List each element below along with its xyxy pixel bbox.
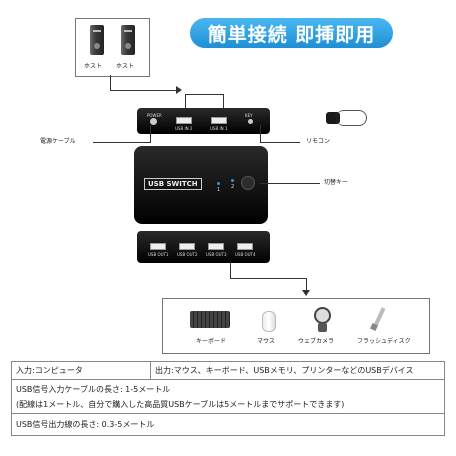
brand-label: USB SWITCH: [144, 178, 202, 190]
led-label: 2: [231, 184, 235, 190]
switch-top-panel: POWER USB IN 2 USB IN 1 KEY: [137, 108, 270, 134]
switch-bottom-panel: USB OUT1 USB OUT2 USB OUT3 USB OUT4: [137, 231, 270, 263]
connector-line: [150, 125, 151, 143]
host-label: ホスト: [84, 63, 103, 70]
port-label: USB IN 2: [175, 126, 193, 131]
led-indicator: [231, 179, 234, 182]
connector-line: [230, 278, 306, 279]
device-label: マウス: [257, 338, 276, 345]
connector-line: [110, 90, 180, 91]
arrow-down-icon: [302, 290, 310, 296]
power-cable-label: 電源ケーブル: [40, 138, 76, 145]
port-label: USB OUT2: [177, 252, 198, 257]
led-indicator: [217, 182, 220, 185]
usb-out-port: [237, 243, 253, 250]
mouse-icon: [262, 311, 276, 332]
webcam-stand: [318, 323, 327, 332]
host-computer-icon: [90, 25, 104, 55]
connector-line: [185, 94, 223, 95]
power-port: [150, 118, 157, 125]
usb-in-port: [176, 117, 192, 124]
port-label: USB OUT4: [235, 252, 256, 257]
host-group: ホスト ホスト: [75, 18, 150, 77]
connector-line: [93, 142, 150, 143]
device-label: キーボード: [196, 338, 227, 345]
connector-line: [185, 94, 186, 108]
switch-button[interactable]: [241, 176, 255, 190]
keyboard-icon: [190, 311, 230, 328]
title-banner: 簡単接続 即挿即用: [190, 18, 393, 48]
device-label: ウェブカメラ: [298, 338, 335, 345]
output-length-cell: USB信号出力線の長さ: 0.3-5メートル: [11, 413, 445, 436]
connector-line: [230, 263, 231, 279]
connector-line: [260, 125, 261, 143]
port-label: USB OUT1: [148, 252, 169, 257]
usb-out-port: [179, 243, 195, 250]
connector-line: [306, 278, 307, 292]
connector-line: [260, 183, 320, 184]
port-label: USB OUT3: [206, 252, 227, 257]
remote-label: リモコン: [306, 138, 331, 145]
usb-switch-device: USB SWITCH 1 2: [134, 146, 268, 224]
cable-length-cell: USB信号入力ケーブルの長さ: 1-5メートル (配線は1メートル、自分で購入し…: [11, 379, 445, 414]
device-label: フラッシュディスク: [357, 338, 411, 345]
switch-key-label: 切替キー: [324, 179, 349, 186]
arrow-right-icon: [176, 86, 182, 94]
webcam-icon: [314, 307, 331, 324]
connector-line: [110, 75, 111, 91]
cable-length-note: (配線は1メートル、自分で購入した高品質USBケーブルは5メートルまでサポートで…: [16, 399, 345, 409]
host-label: ホスト: [116, 63, 135, 70]
port-label: USB IN 1: [210, 126, 228, 131]
connector-line: [223, 94, 224, 108]
led-label: 1: [217, 187, 221, 193]
remote-cable: [336, 110, 367, 126]
usb-out-port: [208, 243, 224, 250]
port-label: POWER: [147, 113, 162, 118]
cable-length-text: USB信号入力ケーブルの長さ: 1-5メートル: [16, 384, 171, 394]
flash-disk-cap: [370, 323, 378, 331]
devices-group: キーボード マウス ウェブカメラ フラッシュディスク: [162, 298, 430, 354]
port-label: KEY: [245, 113, 253, 118]
output-cell: 出力:マウス、キーボード、USBメモリ、プリンターなどのUSBデバイス: [150, 361, 445, 380]
usb-out-port: [150, 243, 166, 250]
usb-in-port: [211, 117, 227, 124]
key-port: [248, 119, 253, 124]
spec-table: 入力:コンピュータ 出力:マウス、キーボード、USBメモリ、プリンターなどのUS…: [11, 361, 445, 436]
connector-line: [260, 142, 300, 143]
host-computer-icon: [121, 25, 135, 55]
input-cell: 入力:コンピュータ: [11, 361, 151, 380]
